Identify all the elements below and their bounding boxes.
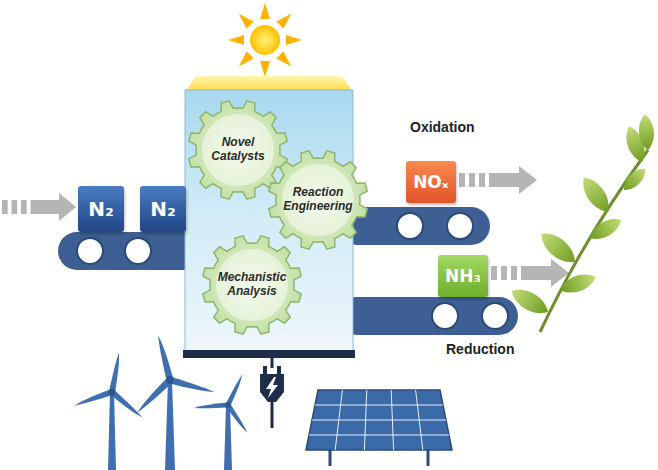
wind-turbines (72, 325, 270, 470)
molecule-box: NH₃ (438, 255, 488, 297)
molecule-label: N₂ (150, 197, 176, 221)
gear-outline (269, 151, 367, 249)
gear-node: Reaction Engineering (268, 150, 368, 250)
molecule-box: NOₓ (406, 161, 456, 203)
molecule-label: NOₓ (413, 172, 449, 192)
gear-node: Mechanistic Analysis (202, 235, 302, 335)
reactor-box (183, 76, 355, 358)
solar-panel (306, 390, 452, 466)
molecule-box: N₂ (140, 186, 186, 232)
gear-label: Mechanistic Analysis (213, 271, 291, 299)
gear-label: Reaction Engineering (279, 186, 357, 214)
molecule-label: NH₃ (445, 266, 481, 286)
molecule-label: N₂ (88, 197, 114, 221)
power-plug (260, 358, 284, 428)
input-arrow (2, 193, 76, 221)
olive-branch (507, 113, 655, 332)
gear-outline (203, 236, 301, 334)
molecule-box: N₂ (78, 186, 124, 232)
sun (228, 3, 302, 77)
gear-label: Novel Catalysts (199, 136, 277, 164)
process-label: Oxidation (410, 119, 475, 135)
process-label: Reduction (446, 341, 514, 357)
